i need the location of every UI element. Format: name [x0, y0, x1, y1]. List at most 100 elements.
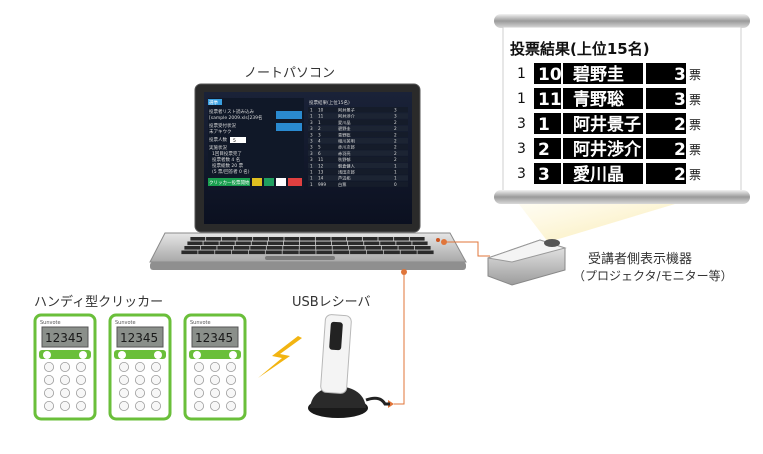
clicker-key[interactable]	[76, 361, 87, 372]
screen-row-votes: 3	[674, 65, 686, 85]
svg-text:投票者リスト読み込み: 投票者リスト読み込み	[209, 108, 254, 115]
clicker-key[interactable]	[134, 374, 145, 385]
clicker-key[interactable]	[44, 387, 55, 398]
screen-row-name: 阿井渉介	[573, 139, 642, 160]
clicker-key[interactable]	[134, 387, 145, 398]
screen-row-rank: 1	[517, 66, 526, 82]
svg-text:3: 3	[310, 120, 313, 125]
clicker-key[interactable]	[119, 400, 130, 411]
clicker-key[interactable]	[44, 400, 55, 411]
clicker-key[interactable]	[119, 374, 130, 385]
clicker-key[interactable]	[225, 374, 236, 385]
clicker-key[interactable]	[209, 361, 220, 372]
app-start-button[interactable]	[208, 178, 250, 186]
clicker-key[interactable]	[150, 374, 161, 385]
clicker-del-button[interactable]	[154, 351, 162, 359]
clicker-key[interactable]	[150, 361, 161, 372]
screen-row-votes: 2	[674, 165, 686, 185]
svg-text:浅田次郎: 浅田次郎	[338, 169, 355, 176]
projector	[487, 239, 567, 286]
screen-row-unit: 票	[689, 118, 701, 132]
svg-text:2: 2	[394, 157, 397, 162]
keyboard-key	[283, 246, 299, 250]
clicker-key[interactable]	[193, 361, 204, 372]
clicker-key[interactable]	[44, 361, 55, 372]
clicker-key[interactable]	[76, 387, 87, 398]
svg-text:秋野郁: 秋野郁	[338, 156, 351, 163]
clicker-brand: Sunvote	[40, 320, 61, 326]
keyboard-key	[267, 241, 283, 246]
clicker-key[interactable]	[150, 400, 161, 411]
svg-text:1: 1	[310, 114, 313, 119]
projector-beam	[512, 195, 705, 242]
screen-title: 投票結果(上位15名)	[510, 40, 650, 58]
clicker-key[interactable]	[60, 400, 71, 411]
svg-text:1: 1	[310, 163, 313, 168]
clicker-key[interactable]	[209, 374, 220, 385]
app-left-button	[208, 99, 222, 105]
keyboard-key	[347, 237, 362, 241]
keyboard-key	[253, 237, 268, 241]
clicker-key[interactable]	[193, 400, 204, 411]
svg-text:13: 13	[318, 170, 324, 175]
clicker-brand: Sunvote	[115, 320, 136, 326]
clicker-key[interactable]	[225, 400, 236, 411]
clicker-key[interactable]	[134, 361, 145, 372]
clicker-ok-button[interactable]	[193, 351, 201, 359]
svg-text:相川英明: 相川英明	[338, 138, 355, 145]
svg-text:3: 3	[310, 126, 313, 131]
screen-row-rank: 3	[517, 116, 526, 132]
clicker-ok-button[interactable]	[118, 351, 126, 359]
keyboard-key	[409, 237, 425, 241]
clicker-key[interactable]	[119, 361, 130, 372]
svg-text:3: 3	[318, 132, 321, 137]
clicker-del-button[interactable]	[229, 351, 237, 359]
svg-text:2: 2	[394, 145, 397, 150]
clicker-key[interactable]	[225, 387, 236, 398]
clicker-key[interactable]	[60, 361, 71, 372]
svg-text:2: 2	[394, 120, 397, 125]
clicker-key[interactable]	[134, 400, 145, 411]
keyboard-key	[350, 250, 367, 255]
keyboard-key	[299, 241, 316, 246]
clicker-key[interactable]	[193, 387, 204, 398]
clicker-key[interactable]	[60, 387, 71, 398]
keyboard-key	[282, 250, 299, 255]
screen-row-unit: 票	[689, 93, 701, 107]
svg-text:5: 5	[233, 138, 236, 144]
keyboard-key	[394, 237, 409, 241]
svg-text:3: 3	[310, 145, 313, 150]
clicker-key[interactable]	[44, 374, 55, 385]
clicker-key[interactable]	[150, 387, 161, 398]
svg-text:6: 6	[318, 151, 321, 156]
svg-text:2: 2	[394, 132, 397, 137]
clicker-key[interactable]	[193, 374, 204, 385]
screen-row-name: 愛川晶	[573, 164, 624, 185]
svg-text:愛川晶: 愛川晶	[338, 119, 351, 126]
clicker-ok-button[interactable]	[43, 351, 51, 359]
clicker-key[interactable]	[76, 400, 87, 411]
clicker-del-button[interactable]	[79, 351, 87, 359]
keyboard-key	[332, 246, 349, 250]
clicker-key[interactable]	[209, 387, 220, 398]
clicker-key[interactable]	[209, 400, 220, 411]
clicker-key[interactable]	[225, 361, 236, 372]
keyboard-key	[268, 237, 284, 241]
keyboard-key	[380, 241, 396, 246]
svg-text:4: 4	[318, 139, 321, 144]
svg-text:赤川次郎: 赤川次郎	[338, 144, 355, 151]
clicker-key[interactable]	[119, 387, 130, 398]
keyboard-key	[332, 241, 348, 246]
svg-text:実施状況: 実施状況	[209, 144, 227, 151]
clicker-key[interactable]	[76, 374, 87, 385]
svg-text:朝倉健人: 朝倉健人	[338, 162, 356, 169]
svg-text:11: 11	[318, 157, 324, 162]
svg-text:3: 3	[310, 151, 313, 156]
clicker-key[interactable]	[60, 374, 71, 385]
